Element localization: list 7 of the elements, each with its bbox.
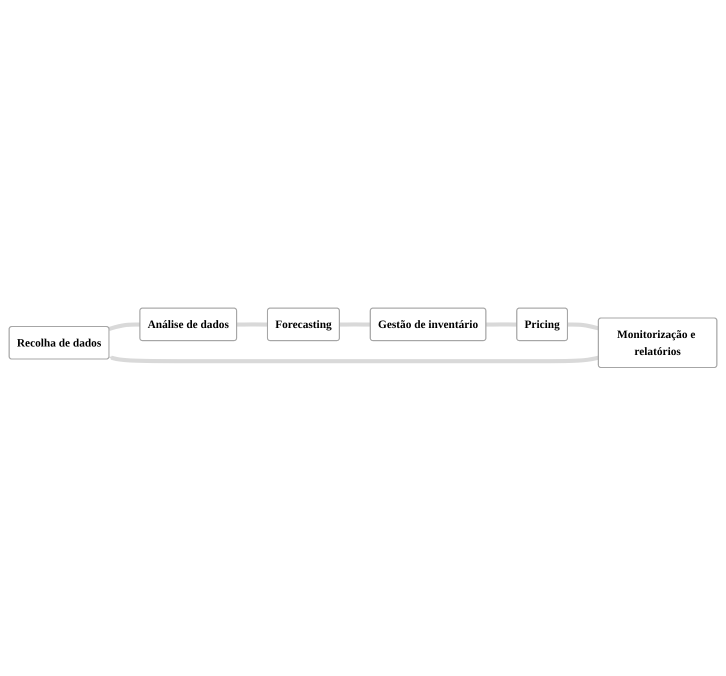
connector (568, 322, 600, 331)
connector (340, 322, 371, 327)
connector (486, 322, 518, 327)
connector (108, 322, 140, 332)
arrow (109, 356, 600, 364)
connector (236, 322, 268, 327)
cycle-diagram: Recolha de dados Análise de dados Forecasting Gestão de inventário Pricing Monitorização e relatórios (5, 304, 721, 372)
